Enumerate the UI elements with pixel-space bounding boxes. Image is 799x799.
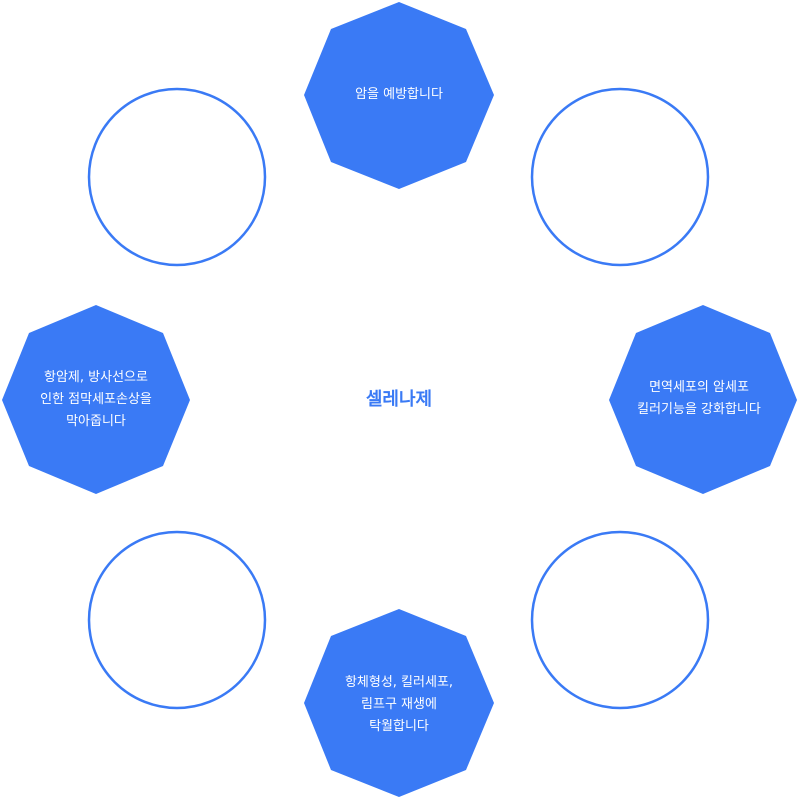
circle-top-left xyxy=(87,87,267,267)
octagon-bottom-line: 림프구 재생에 xyxy=(361,697,437,712)
octagon-bottom-line: 항체형성, 킬러세포, xyxy=(344,675,454,690)
octagon-left-line: 인한 점막세포손상을 xyxy=(40,392,152,407)
octagon-top-text: 암을 예방합니다 xyxy=(314,70,484,120)
center-label: 셀레나제 xyxy=(365,389,433,410)
octagon-top-line: 암을 예방합니다 xyxy=(355,87,443,102)
circle-bottom-right xyxy=(530,530,710,710)
circle-top-right xyxy=(530,87,710,267)
octagon-left-line: 막아줍니다 xyxy=(66,414,126,429)
octagon-bottom-text: 항체형성, 킬러세포, 림프구 재생에 탁월합니다 xyxy=(314,660,484,750)
octagon-bottom-line: 탁월합니다 xyxy=(369,719,429,734)
octagon-left-text: 항암제, 방사선으로 인한 점막세포손상을 막아줍니다 xyxy=(11,355,181,445)
octagon-bottom xyxy=(304,609,494,797)
octagon-right-text: 면역세포의 암세포 킬러기능을 강화합니다 xyxy=(614,366,784,432)
circle-bottom-left xyxy=(87,530,267,710)
octagon-left-line: 항암제, 방사선으로 xyxy=(44,370,148,385)
octagon-right xyxy=(609,305,797,494)
octagon-right-line: 면역세포의 암세포 xyxy=(649,380,749,395)
octagon-top xyxy=(304,2,494,189)
octagon-left xyxy=(2,305,190,494)
octagon-right-line: 킬러기능을 강화합니다 xyxy=(637,402,761,417)
